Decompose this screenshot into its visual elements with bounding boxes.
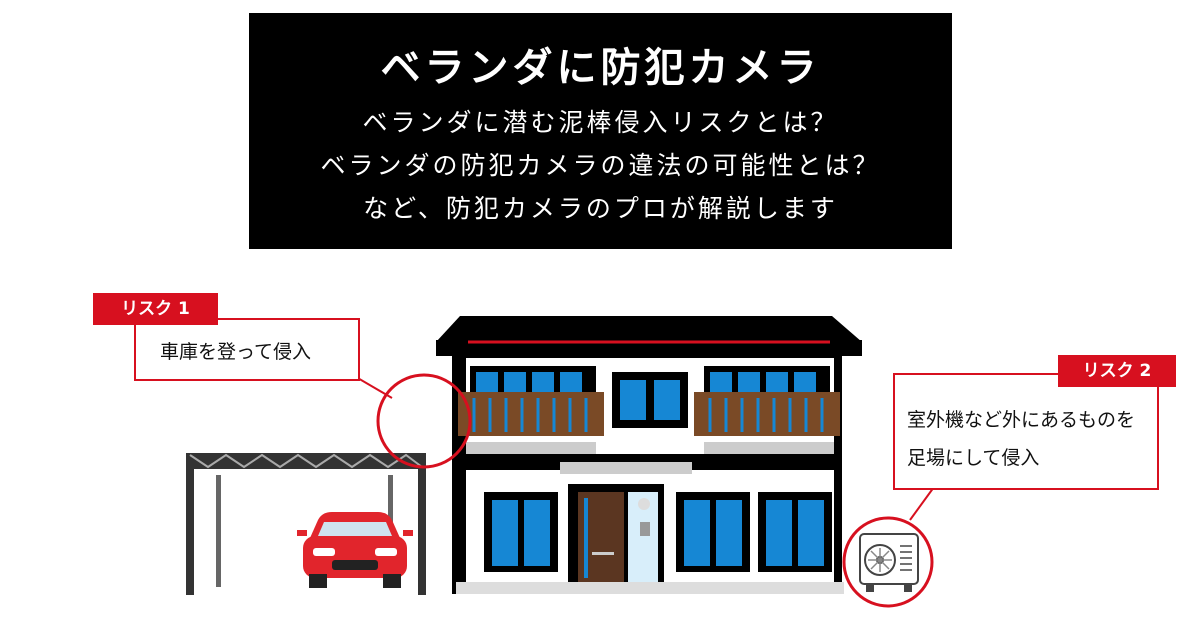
risk1-callout: 車庫を登って侵入 — [134, 318, 360, 381]
risk2-text-line2: 足場にして侵入 — [907, 447, 1040, 469]
house-icon — [436, 316, 862, 594]
risk1-tag: リスク 1 — [93, 293, 218, 325]
banner-subtitle: ベランダに潜む泥棒侵入リスクとは？ ベランダの防犯カメラの違法の可能性とは？ な… — [249, 101, 952, 230]
risk2-highlight — [842, 516, 934, 608]
banner-title: ベランダに防犯カメラ — [380, 45, 821, 91]
risk2-tag: リスク 2 — [1058, 355, 1176, 387]
risk1-highlight — [376, 373, 472, 469]
title-banner: ベランダに防犯カメラ ベランダに潜む泥棒侵入リスクとは？ ベランダの防犯カメラの… — [249, 13, 952, 249]
banner-line-1: ベランダに潜む泥棒侵入リスクとは？ — [362, 108, 839, 137]
risk2-callout: 室外機など外にあるものを 足場にして侵入 — [893, 373, 1159, 490]
risk2-text-line1: 室外機など外にあるものを — [907, 409, 1136, 431]
air-conditioner-icon — [859, 533, 919, 592]
banner-line-2: ベランダの防犯カメラの違法の可能性とは？ — [320, 151, 881, 180]
banner-line-3: など、防犯カメラのプロが解説します — [363, 194, 838, 223]
risk1-text: 車庫を登って侵入 — [160, 341, 312, 363]
car-icon — [297, 512, 413, 588]
